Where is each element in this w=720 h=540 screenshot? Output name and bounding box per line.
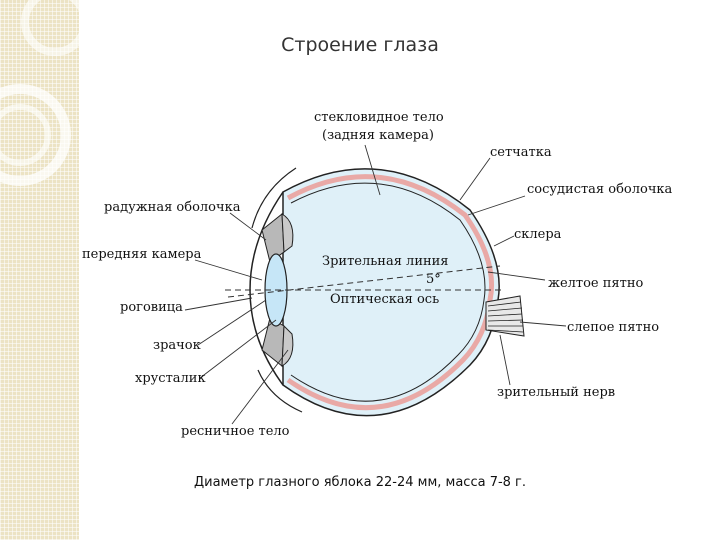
label-angle: 5° [426, 272, 441, 287]
label-pupil: зрачок [153, 338, 201, 353]
leader-iris [229, 212, 267, 241]
leader-choroid [467, 195, 526, 216]
leader-sclera [493, 235, 515, 247]
label-anterior-chamber: передняя камера [82, 247, 202, 262]
leader-lines [184, 144, 567, 425]
label-iris: радужная оболочка [104, 200, 241, 215]
leader-cornea [184, 297, 253, 311]
leader-optic-nerve [499, 334, 511, 386]
eyeball-facts-footer: Диаметр глазного яблока 22-24 мм, масса … [193, 475, 527, 490]
eyelid-contour [251, 167, 303, 413]
retina-layer [290, 182, 486, 402]
label-vitreous-line2: (задняя камера) [322, 128, 434, 143]
label-vitreous-line1: стекловидное тело [314, 110, 444, 125]
slide-title: Строение глаза [281, 34, 439, 56]
choroid-layer [286, 174, 495, 411]
leader-ciliary [231, 349, 289, 425]
visual-line [227, 265, 501, 298]
optic-nerve-shape [485, 295, 525, 337]
label-ciliary-body: ресничное тело [181, 424, 290, 439]
leader-blind-spot [519, 321, 567, 327]
label-blind-spot: слепое пятно [567, 320, 660, 335]
ciliary-lower [281, 324, 294, 367]
label-lens: хрусталик [135, 371, 206, 386]
label-optical-axis: Оптическая ось [330, 292, 440, 307]
leader-vitreous [364, 144, 381, 196]
label-visual-line: Зрительная линия [322, 254, 449, 269]
leader-lens [199, 319, 277, 379]
leader-anterior-chamber [194, 259, 263, 281]
label-choroid: сосудистая оболочка [527, 182, 673, 197]
label-retina: сетчатка [490, 145, 552, 160]
band-grid-pattern [0, 0, 79, 540]
label-sclera: склера [514, 227, 562, 242]
leader-retina [459, 157, 491, 201]
label-optic-nerve: зрительный нерв [497, 385, 616, 400]
label-yellow-spot: желтое пятно [548, 276, 644, 291]
leader-pupil [197, 299, 267, 346]
ciliary-upper [281, 213, 294, 253]
decorative-left-band [0, 0, 79, 540]
leader-yellow-spot [487, 271, 546, 281]
label-cornea: роговица [120, 300, 183, 315]
